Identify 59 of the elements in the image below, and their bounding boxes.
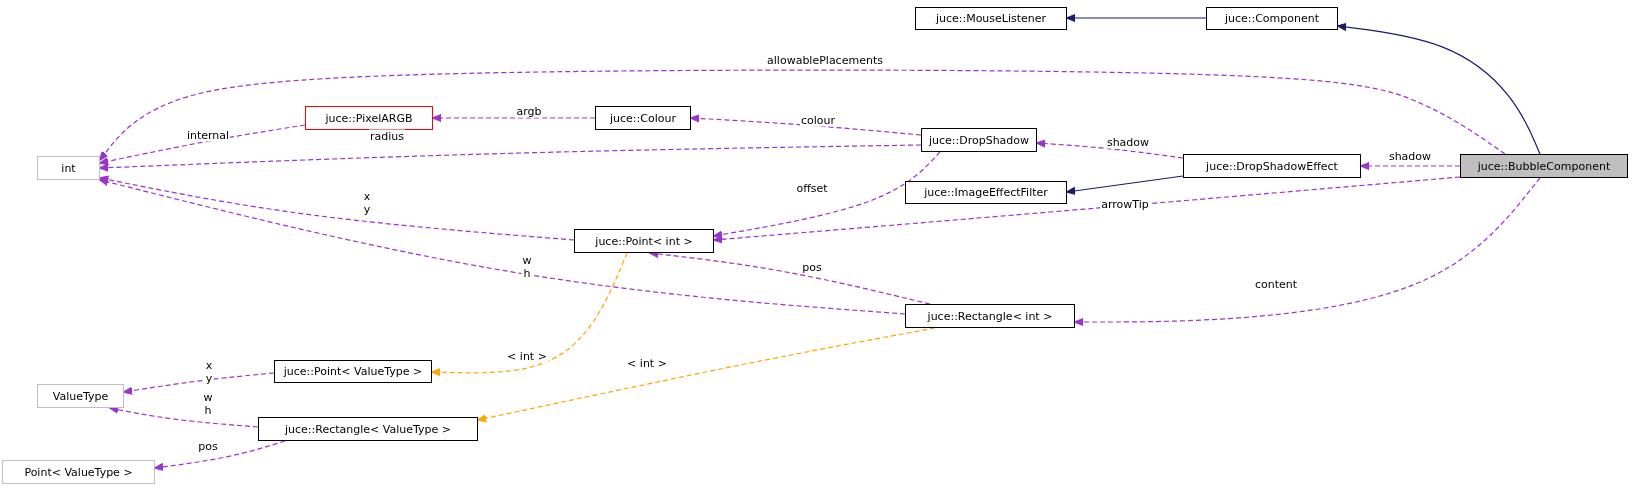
edge-label: shadow — [1387, 149, 1433, 163]
edge-label: shadow — [1105, 135, 1151, 149]
class-name: juce::DropShadowEffect — [1206, 159, 1338, 173]
dashed-arrow — [98, 124, 306, 166]
class-box — [37, 156, 100, 180]
class-name: ValueType — [52, 389, 109, 403]
edge-label: < int > — [506, 349, 548, 363]
class-box — [595, 106, 691, 130]
dashed-arrow — [431, 113, 596, 123]
class-name: juce::DropShadow — [928, 133, 1030, 147]
dashed-arrow — [98, 175, 575, 241]
dashed-arrow — [122, 372, 275, 395]
edge-label: argb — [515, 104, 543, 118]
dashed-arrow — [689, 114, 922, 136]
class-name: juce::MouseListener — [935, 12, 1047, 25]
class-box — [2, 460, 155, 484]
dashed-arrow — [153, 440, 286, 471]
edge-label: content — [1253, 277, 1299, 291]
class-name: juce::ImageEffectFilter — [924, 186, 1048, 199]
edge-label: < int > — [626, 356, 668, 370]
class-box — [915, 7, 1067, 30]
edge-label: radius — [369, 129, 405, 143]
dashed-arrow — [430, 252, 628, 377]
dashed-arrow — [712, 176, 1461, 244]
class-name: juce::Component — [1224, 12, 1320, 25]
edge-label: colour — [799, 113, 837, 127]
edge-label: allowablePlacements — [766, 53, 884, 67]
class-box — [905, 181, 1067, 204]
edge-label: offset — [795, 181, 829, 195]
class-box — [274, 360, 432, 383]
dashed-arrow — [98, 144, 922, 172]
edge-label: internal — [185, 128, 231, 142]
class-box — [574, 229, 714, 253]
class-name: juce::PixelARGB — [325, 111, 413, 125]
class-box — [305, 106, 433, 130]
dashed-arrow — [712, 151, 941, 239]
class-box — [37, 384, 124, 408]
class-name: juce::Rectangle< ValueType > — [285, 422, 451, 436]
dashed-arrow — [476, 327, 936, 423]
class-name: Point< ValueType > — [24, 465, 133, 479]
class-box — [1460, 154, 1628, 178]
arrow — [1065, 175, 1184, 195]
class-box — [1206, 7, 1338, 30]
arrow — [1336, 23, 1541, 155]
dashed-arrow — [99, 69, 1506, 162]
class-box — [1183, 154, 1361, 178]
class-box — [258, 417, 478, 441]
dashed-arrow — [1035, 139, 1184, 159]
dashed-arrow — [98, 178, 906, 315]
class-name: juce::Point< int > — [595, 234, 693, 248]
edge-label: arrowTip — [1100, 197, 1150, 211]
class-name: juce::Colour — [610, 111, 676, 125]
dashed-arrow — [1359, 161, 1461, 171]
class-box — [921, 128, 1037, 152]
class-name: juce::BubbleComponent — [1477, 159, 1611, 173]
class-name: int — [61, 161, 76, 175]
class-box — [905, 304, 1075, 328]
class-name: juce::Point< ValueType > — [283, 365, 423, 378]
class-name: juce::Rectangle< int > — [927, 309, 1053, 323]
